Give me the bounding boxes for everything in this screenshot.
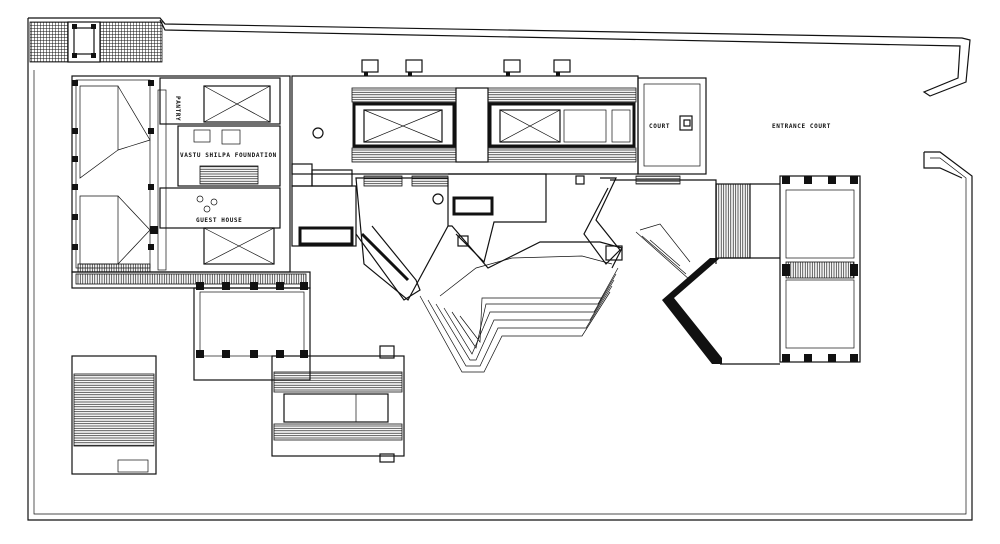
main-top-block bbox=[291, 59, 707, 187]
pantry-label: PANTRY bbox=[174, 96, 181, 122]
auditorium-steps bbox=[291, 173, 623, 373]
lower-center-block bbox=[271, 345, 405, 463]
court-label: COURT bbox=[649, 123, 671, 130]
site-boundary bbox=[27, 17, 973, 521]
entrance-court-label: ENTRANCE COURT bbox=[772, 123, 831, 130]
left-wing bbox=[71, 75, 291, 273]
lower-left-block bbox=[71, 271, 311, 381]
top-left-entry-block bbox=[29, 21, 163, 63]
vastu-shilpa-foundation-label: VASTU SHILPA FOUNDATION bbox=[180, 152, 277, 159]
guest-house-label: GUEST HOUSE bbox=[196, 217, 243, 224]
isolated-hatched-block bbox=[71, 355, 157, 475]
right-wing bbox=[610, 175, 861, 365]
